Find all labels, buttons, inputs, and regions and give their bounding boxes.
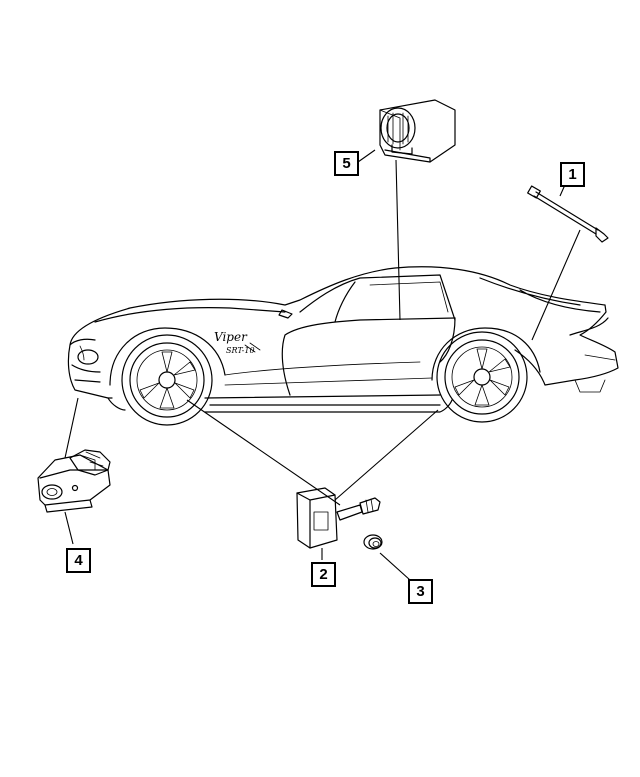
part-4-sensor (37, 449, 111, 513)
part-2-tpms-sensor (296, 487, 381, 549)
car-illustration: Viper SRT-10 (67, 266, 619, 426)
part-3-grommet (363, 534, 383, 550)
callout-3-label: 3 (416, 583, 424, 600)
callout-2-label: 2 (319, 566, 327, 583)
leader-lines (64, 149, 581, 581)
front-wheel (121, 334, 213, 426)
badge-text-line1: Viper (214, 330, 248, 344)
callout-4: 4 (66, 548, 91, 573)
callout-1: 1 (560, 162, 585, 187)
rear-wheel (436, 331, 528, 423)
callout-5: 5 (334, 151, 359, 176)
viper-badge: Viper SRT-10 (214, 330, 255, 355)
callout-4-label: 4 (74, 552, 83, 569)
part-5-module (379, 99, 456, 163)
badge-text-line2: SRT-10 (226, 346, 255, 355)
callout-3: 3 (408, 579, 433, 604)
callout-2: 2 (311, 562, 336, 587)
callout-5-label: 5 (342, 155, 350, 172)
callout-1-label: 1 (568, 166, 576, 183)
part-1-rod (527, 185, 609, 243)
